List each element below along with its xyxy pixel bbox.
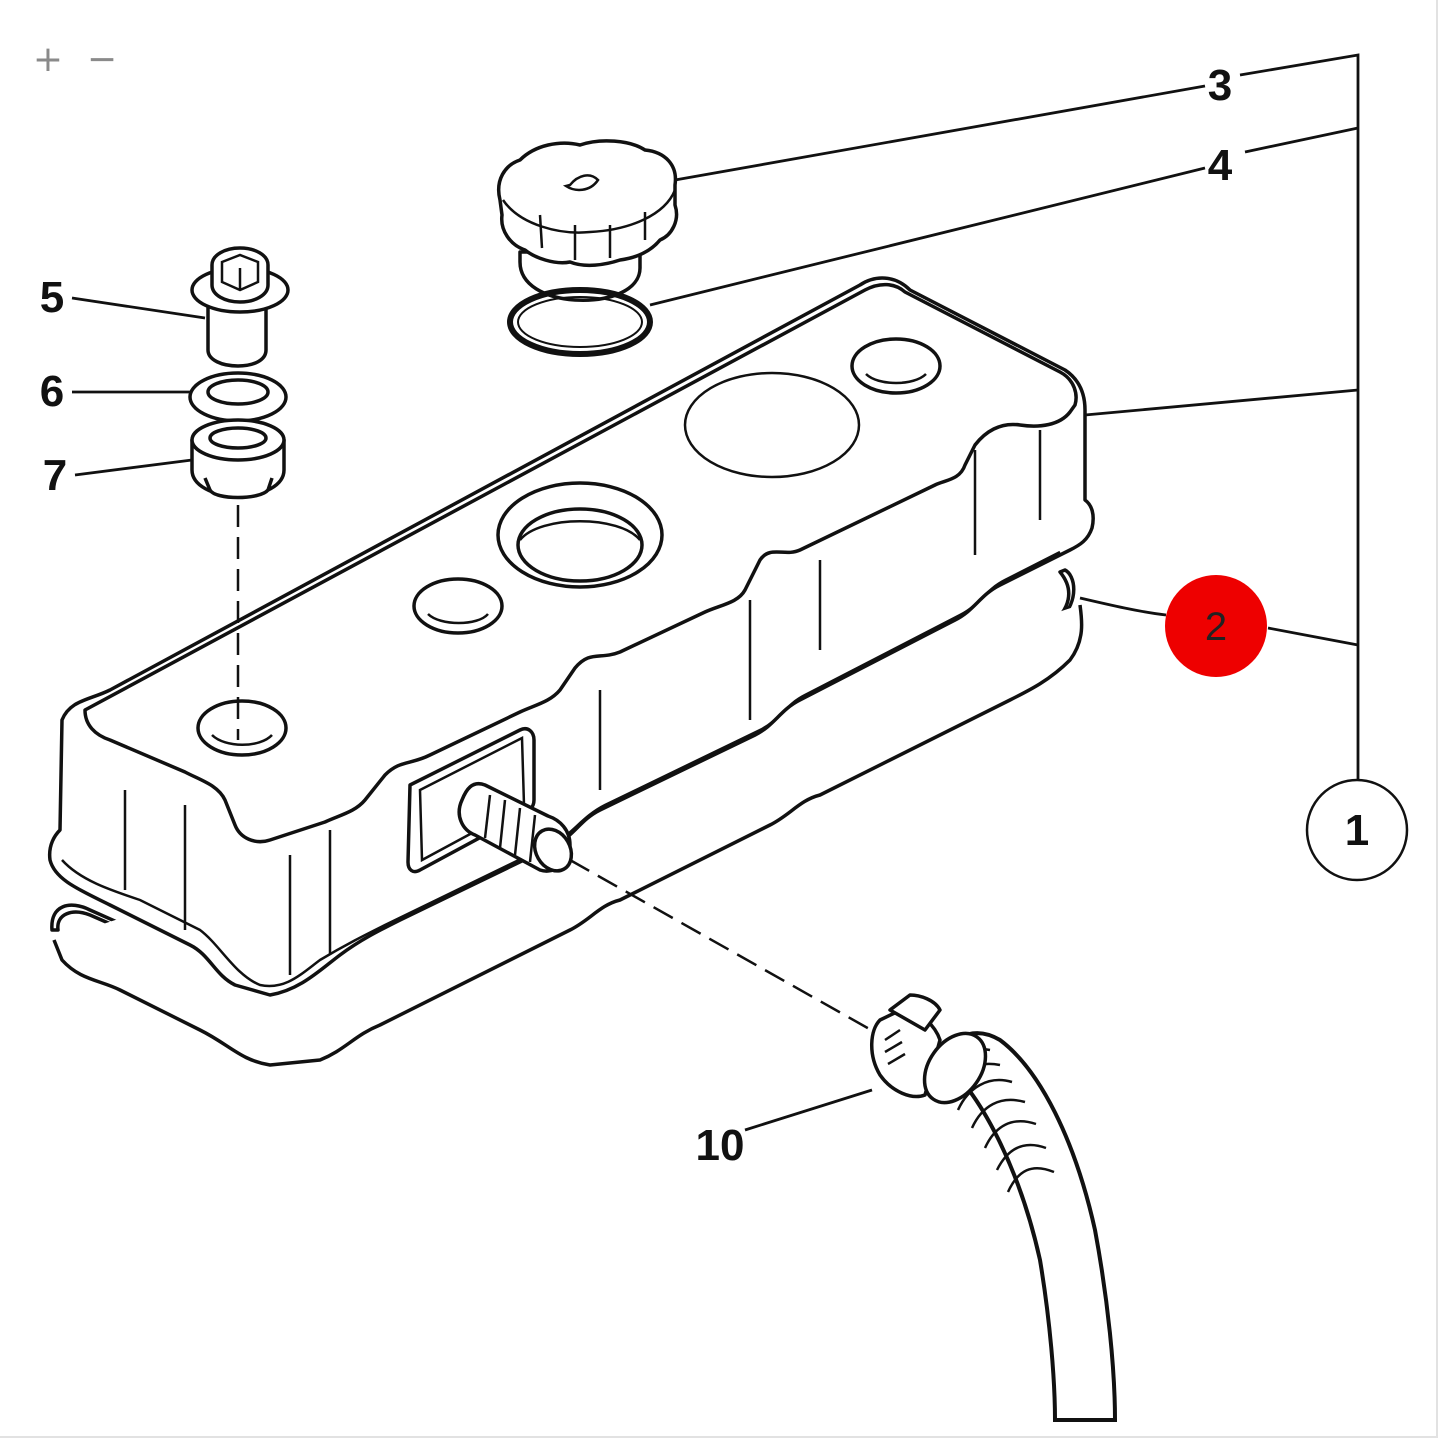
callout-7[interactable]: 7 [43, 451, 67, 500]
grommet[interactable] [190, 418, 286, 500]
assembly-line-hose [569, 858, 881, 1037]
zoom-in-button[interactable]: + [32, 39, 64, 80]
zoom-out-button[interactable]: − [86, 39, 118, 80]
oil-filler-cap[interactable] [497, 139, 679, 302]
callout-2[interactable]: 2 [1205, 605, 1227, 649]
o-ring[interactable] [507, 287, 653, 357]
breather-nipple [457, 782, 574, 873]
selected-callout-marker[interactable] [1165, 575, 1267, 677]
hose-clamp[interactable] [870, 993, 942, 1099]
washer[interactable] [188, 371, 288, 423]
callout-1[interactable]: 1 [1345, 806, 1369, 855]
callout-3[interactable]: 3 [1208, 61, 1232, 110]
bolt[interactable] [190, 246, 290, 368]
callout-1-circle[interactable] [1305, 778, 1409, 882]
callout-10[interactable]: 10 [696, 1121, 745, 1170]
breather-hose[interactable] [912, 1022, 1118, 1422]
callout-5[interactable]: 5 [40, 273, 64, 322]
callout-4[interactable]: 4 [1208, 141, 1233, 190]
leader-lines [71, 53, 1360, 1132]
callout-6[interactable]: 6 [40, 367, 64, 416]
valve-cover[interactable] [47, 276, 1095, 1067]
